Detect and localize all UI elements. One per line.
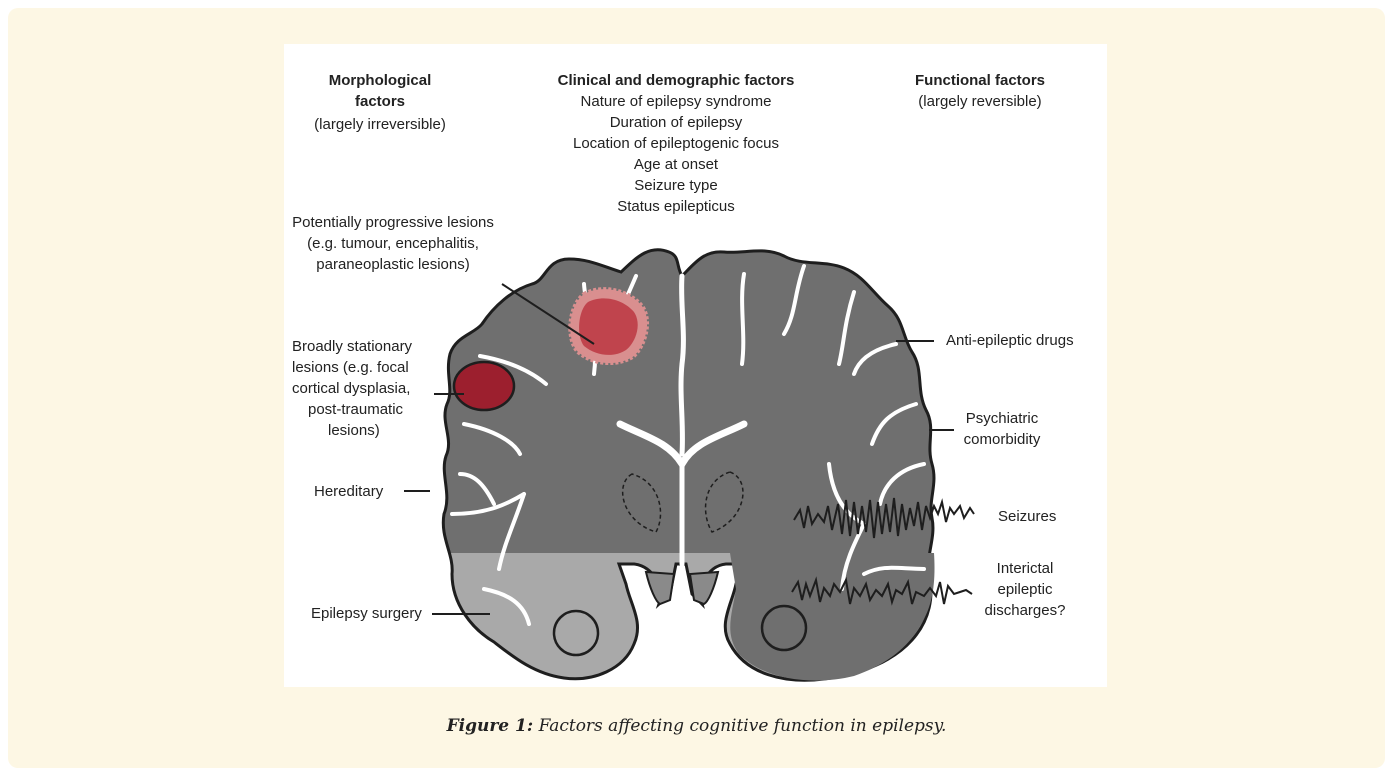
clinical-item: Status epilepticus [558, 196, 795, 217]
functional-subtitle: (largely reversible) [915, 91, 1045, 112]
seizures-label: Seizures [998, 506, 1056, 527]
clinical-item: Duration of epilepsy [558, 112, 795, 133]
psychiatric-line: comorbidity [964, 429, 1041, 450]
functional-block: Functional factors (largely reversible) [915, 70, 1045, 112]
morphological-title-line2: factors [329, 91, 432, 112]
figure-caption-label: Figure 1: [447, 716, 534, 736]
stationary-line: cortical dysplasia, [292, 378, 412, 399]
psychiatric-line: Psychiatric [964, 408, 1041, 429]
progressive-line: Potentially progressive lesions [292, 212, 494, 233]
progressive-line: paraneoplastic lesions) [292, 254, 494, 275]
psychiatric-comorbidity-label: Psychiatric comorbidity [964, 408, 1041, 450]
stationary-line: Broadly stationary [292, 336, 412, 357]
figure-caption: Figure 1: Factors affecting cognitive fu… [0, 716, 1393, 736]
clinical-block: Clinical and demographic factors Nature … [558, 70, 795, 217]
figure-image: Morphological factors (largely irreversi… [284, 44, 1107, 687]
morphological-title-line1: Morphological [329, 70, 432, 91]
clinical-item: Seizure type [558, 175, 795, 196]
anti-epileptic-drugs-label: Anti-epileptic drugs [946, 330, 1074, 351]
progressive-line: (e.g. tumour, encephalitis, [292, 233, 494, 254]
progressive-lesions-label: Potentially progressive lesions (e.g. tu… [292, 212, 494, 275]
stationary-line: post-traumatic [292, 399, 412, 420]
stationary-lesion [454, 362, 514, 410]
morphological-subtitle: (largely irreversible) [314, 114, 446, 135]
stationary-line: lesions) [292, 420, 412, 441]
epilepsy-surgery-label: Epilepsy surgery [311, 603, 422, 624]
progressive-lesion [570, 289, 647, 363]
clinical-item: Location of epileptogenic focus [558, 133, 795, 154]
clinical-item: Age at onset [558, 154, 795, 175]
clinical-title: Clinical and demographic factors [558, 70, 795, 91]
clinical-item: Nature of epilepsy syndrome [558, 91, 795, 112]
interictal-discharges-label: Interictal epileptic discharges? [985, 558, 1066, 621]
morphological-title: Morphological factors [329, 70, 432, 112]
interictal-line: epileptic [985, 579, 1066, 600]
figure-caption-text: Factors affecting cognitive function in … [539, 716, 947, 736]
stationary-line: lesions (e.g. focal [292, 357, 412, 378]
functional-title: Functional factors [915, 70, 1045, 91]
interictal-line: discharges? [985, 600, 1066, 621]
interictal-line: Interictal [985, 558, 1066, 579]
brain-silhouette [443, 250, 934, 681]
brainstem [646, 572, 718, 604]
stationary-lesions-label: Broadly stationary lesions (e.g. focal c… [292, 336, 412, 441]
hereditary-label: Hereditary [314, 481, 383, 502]
